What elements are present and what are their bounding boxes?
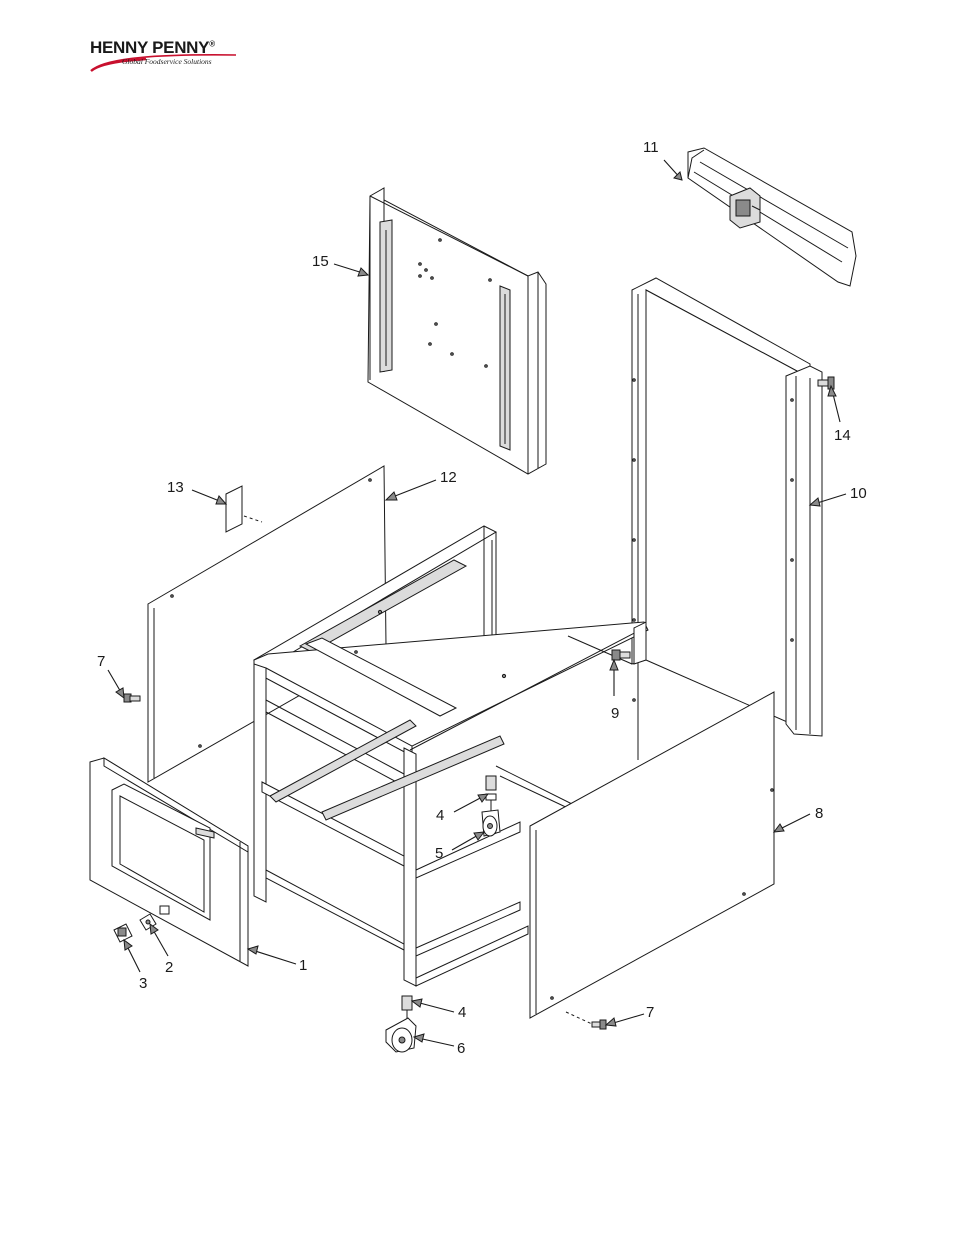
- callout-labels: 11 15 14 10 12 13 7 9 4 5 8 2 3 1 4 6 7: [97, 139, 867, 1057]
- callout-7-left: 7: [97, 653, 105, 670]
- callout-2: 2: [165, 959, 173, 976]
- callout-5: 5: [435, 845, 443, 862]
- part-back-panel: [367, 187, 547, 475]
- callout-14: 14: [834, 427, 851, 444]
- logo-brand-text: HENNY PENNY®: [90, 38, 215, 57]
- callout-10: 10: [850, 485, 867, 502]
- part-right-side-cabinet: [631, 277, 823, 760]
- callout-8: 8: [815, 805, 823, 822]
- part-switch-3: [113, 923, 133, 943]
- part-bolt-9: [611, 649, 631, 661]
- part-screw-7-right: [565, 1011, 607, 1030]
- callout-7-right: 7: [646, 1004, 654, 1021]
- callout-6: 6: [457, 1040, 465, 1057]
- part-screw-7-left: [123, 693, 141, 703]
- part-caster-6: [385, 995, 417, 1053]
- callout-4-lower: 4: [458, 1004, 466, 1021]
- callout-13: 13: [167, 479, 184, 496]
- part-front-door-panel: [89, 757, 249, 967]
- part-screw-14: [817, 376, 835, 390]
- part-right-front-panel: [529, 691, 775, 1019]
- callout-1: 1: [299, 957, 307, 974]
- part-main-frame: [253, 525, 649, 987]
- callout-4-upper: 4: [436, 807, 444, 824]
- callout-11: 11: [643, 139, 659, 156]
- logo-tagline: Global Foodservice Solutions: [122, 57, 212, 66]
- part-small-plate: [225, 485, 263, 533]
- callout-15: 15: [312, 253, 329, 270]
- henny-penny-logo: HENNY PENNY® Global Foodservice Solution…: [86, 36, 246, 76]
- logo-swoosh-icon: [90, 54, 237, 72]
- callout-12: 12: [440, 469, 457, 486]
- part-fan-bracket: [687, 147, 857, 287]
- leader-arrows: [107, 159, 847, 1047]
- callout-3: 3: [139, 975, 147, 992]
- part-caster-5: [481, 775, 501, 837]
- callout-9: 9: [611, 705, 619, 722]
